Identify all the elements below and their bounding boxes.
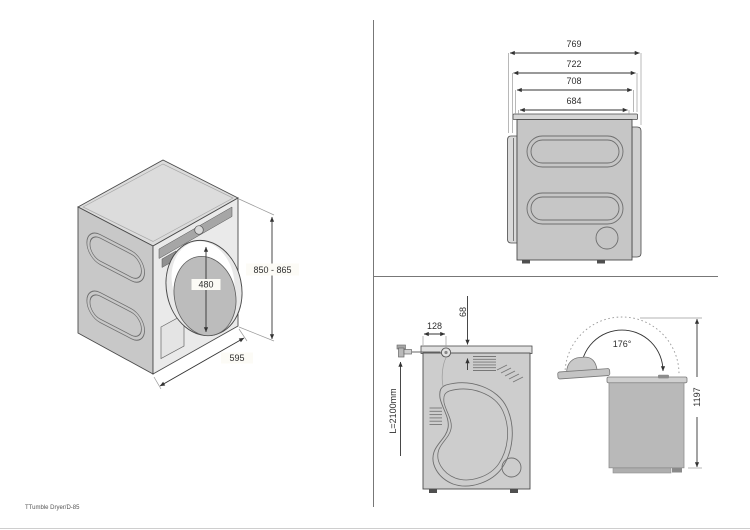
rear-panel <box>631 126 642 258</box>
dim-open-height-label: 1197 <box>692 387 702 406</box>
foot <box>597 260 605 264</box>
emboss-outline <box>89 294 142 337</box>
hose-connector-icon <box>403 349 412 355</box>
footer-model-label: TTumble Dryer/D-85 <box>25 505 80 511</box>
extension-lines <box>508 53 642 133</box>
open-lid <box>557 356 611 380</box>
program-knob <box>194 225 204 235</box>
dim-line <box>159 337 245 387</box>
dim-depth-with-door: 722 <box>513 59 636 76</box>
foot <box>429 489 437 493</box>
hose-routing-channel <box>432 357 513 487</box>
lid-swing-envelope-arc <box>564 316 680 375</box>
foot <box>522 260 530 264</box>
lid-angle-arc <box>578 329 666 372</box>
dim-hose-offset-y: 68 <box>458 296 470 370</box>
dim-hose-offset-y-label: 68 <box>458 307 468 317</box>
lid-hinge <box>658 374 669 379</box>
dim-open-height: 1197 <box>640 317 704 469</box>
extension-line <box>238 198 275 216</box>
emboss-outline <box>526 135 624 168</box>
dim-width-label: 595 <box>229 353 244 363</box>
emboss-outline <box>526 192 624 225</box>
emboss-outline <box>86 232 145 283</box>
hose-outlet-center <box>444 350 448 355</box>
side-emboss-group <box>86 232 145 341</box>
top-lid-strip <box>512 113 638 120</box>
dim-door-diameter: 480 <box>191 246 221 333</box>
dim-height: 850 - 865 <box>238 198 299 342</box>
dim-hose-offset-x-label: 128 <box>427 321 442 331</box>
lid-angle-label: 176° <box>613 339 632 349</box>
dim-depth-body-label: 708 <box>566 76 581 86</box>
extension-line <box>153 376 162 390</box>
foot <box>510 489 518 493</box>
extension-line <box>238 326 275 342</box>
emboss-outline <box>86 290 145 341</box>
dim-door-diameter-label: 480 <box>198 280 213 290</box>
isometric-view: 480 850 - 865 595 <box>77 159 299 390</box>
diagonal-vent-grille <box>496 364 524 383</box>
rear-cap-circle <box>501 457 522 478</box>
dim-width: 595 <box>153 328 253 390</box>
emboss-outline <box>89 236 142 279</box>
dim-depth-with-door-label: 722 <box>566 59 581 69</box>
door-bulge <box>507 135 518 244</box>
lid-opening-view: 176° 1197 <box>557 316 704 474</box>
dim-depth-top: 684 <box>519 96 628 113</box>
emboss-outline <box>530 196 620 221</box>
service-cap-circle <box>595 226 619 250</box>
dryer-body-profile <box>608 382 685 469</box>
label-mask <box>221 352 253 364</box>
open-lid-panel <box>557 368 611 380</box>
top-vent-grille <box>473 356 496 371</box>
extension-line <box>238 328 248 342</box>
dim-depth-body: 708 <box>516 76 633 93</box>
dim-height-label: 850 - 865 <box>253 265 291 275</box>
hose-length-label: L=2100mm <box>388 388 398 433</box>
left-vent-grille <box>429 407 442 425</box>
side-depth-view: 769 722 708 684 <box>507 39 642 264</box>
foot <box>672 468 682 473</box>
dryer-body-side <box>516 119 633 261</box>
label-mask <box>690 377 704 417</box>
open-lid-handle-bump <box>566 356 598 373</box>
hose-connector-icon <box>398 347 405 358</box>
label-mask <box>246 263 299 276</box>
dim-depth-overall: 769 <box>509 39 640 56</box>
rear-hose-view: 128 68 L=2100mm <box>388 296 533 493</box>
closed-lid-strip <box>606 376 688 384</box>
dim-depth-top-label: 684 <box>566 96 581 106</box>
dim-hose-offset-x: 128 <box>422 321 447 347</box>
emboss-outline <box>530 139 620 164</box>
dim-depth-overall-label: 769 <box>566 39 581 49</box>
label-mask <box>191 279 221 290</box>
dim-hose-length: L=2100mm <box>388 361 403 456</box>
base-plinth <box>612 467 672 474</box>
lid-rim-line <box>82 163 234 242</box>
